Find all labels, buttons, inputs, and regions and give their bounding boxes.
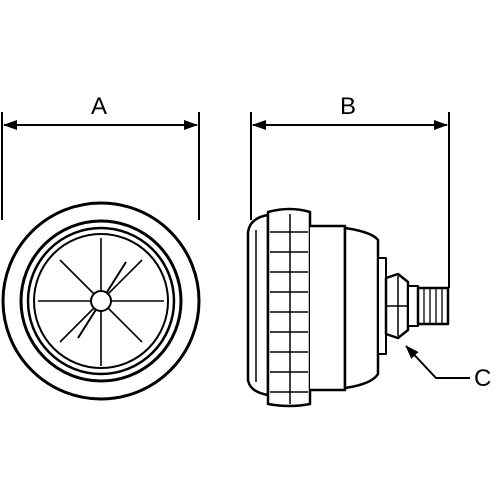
- side-lens: [246, 213, 270, 397]
- front-outer-bezel: [1, 201, 201, 401]
- front-dial-face: [33, 233, 169, 369]
- gauge-front-view: [1, 201, 201, 401]
- label-c: C: [474, 365, 492, 392]
- side-case-back: [343, 226, 380, 390]
- side-case: [310, 224, 347, 392]
- side-threaded-stem: [416, 286, 450, 326]
- side-stem-threads: [423, 288, 443, 324]
- label-b: B: [340, 93, 357, 120]
- front-dial-ticks: [38, 238, 164, 366]
- label-a: A: [91, 93, 108, 120]
- side-bezel-ring: [266, 207, 312, 408]
- callout-c-leader: [405, 345, 470, 379]
- dimension-b: [250, 112, 450, 288]
- front-bezel-inner: [19, 219, 183, 383]
- front-dial-ring: [26, 226, 176, 376]
- gauge-side-view: [246, 207, 450, 408]
- side-bezel-grips: [270, 214, 308, 404]
- side-collar: [407, 285, 419, 327]
- front-needle-hub: [90, 290, 112, 312]
- callout-c: [405, 345, 470, 379]
- dimension-a: [1, 112, 200, 220]
